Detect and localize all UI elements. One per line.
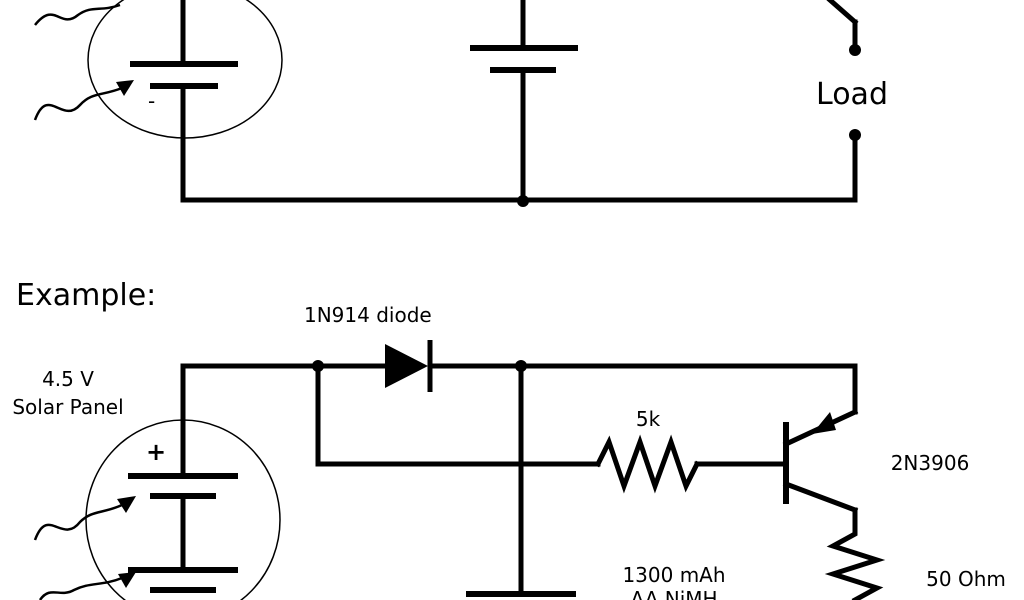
example-light-ray-lower-icon bbox=[38, 576, 123, 600]
top-circuit: - Load bbox=[33, 0, 888, 207]
top-light-ray-upper-icon bbox=[34, 3, 121, 26]
top-junction-node bbox=[517, 195, 529, 207]
example-circuit: 1N914 diode 4.5 V Solar Panel + 5k 2N390… bbox=[12, 303, 1006, 600]
example-diode-label: 1N914 diode bbox=[304, 303, 432, 327]
example-panel-label: Solar Panel bbox=[12, 395, 123, 419]
example-panel-voltage-label: 4.5 V bbox=[42, 367, 94, 391]
top-load-label: Load bbox=[816, 77, 888, 112]
example-transistor-label: 2N3906 bbox=[891, 451, 970, 475]
top-minus-sign: - bbox=[148, 89, 155, 113]
example-50ohm-resistor bbox=[824, 507, 886, 600]
top-light-ray-lower-icon bbox=[33, 86, 123, 121]
top-load-wire-upper bbox=[826, 0, 859, 26]
example-battery-label-line2: AA NiMH bbox=[630, 587, 717, 600]
example-light-ray-lower-arrow-icon bbox=[118, 572, 136, 588]
example-resistor-label: 5k bbox=[636, 407, 661, 431]
example-diode-symbol bbox=[385, 344, 428, 388]
example-load-resistor-label: 50 Ohm bbox=[926, 567, 1006, 591]
example-transistor-emitter-arrow-icon bbox=[812, 412, 836, 434]
example-light-ray-upper-icon bbox=[33, 503, 123, 541]
example-5k-resistor bbox=[594, 434, 701, 494]
top-load-terminal-upper bbox=[849, 44, 861, 56]
example-light-ray-upper-arrow-icon bbox=[117, 496, 136, 513]
top-light-ray-lower-arrow-icon bbox=[116, 80, 134, 96]
example-heading: Example: bbox=[16, 278, 156, 313]
example-battery-label-line1: 1300 mAh bbox=[622, 563, 725, 587]
example-transistor-collector bbox=[782, 480, 859, 514]
example-plus-sign: + bbox=[146, 438, 166, 466]
